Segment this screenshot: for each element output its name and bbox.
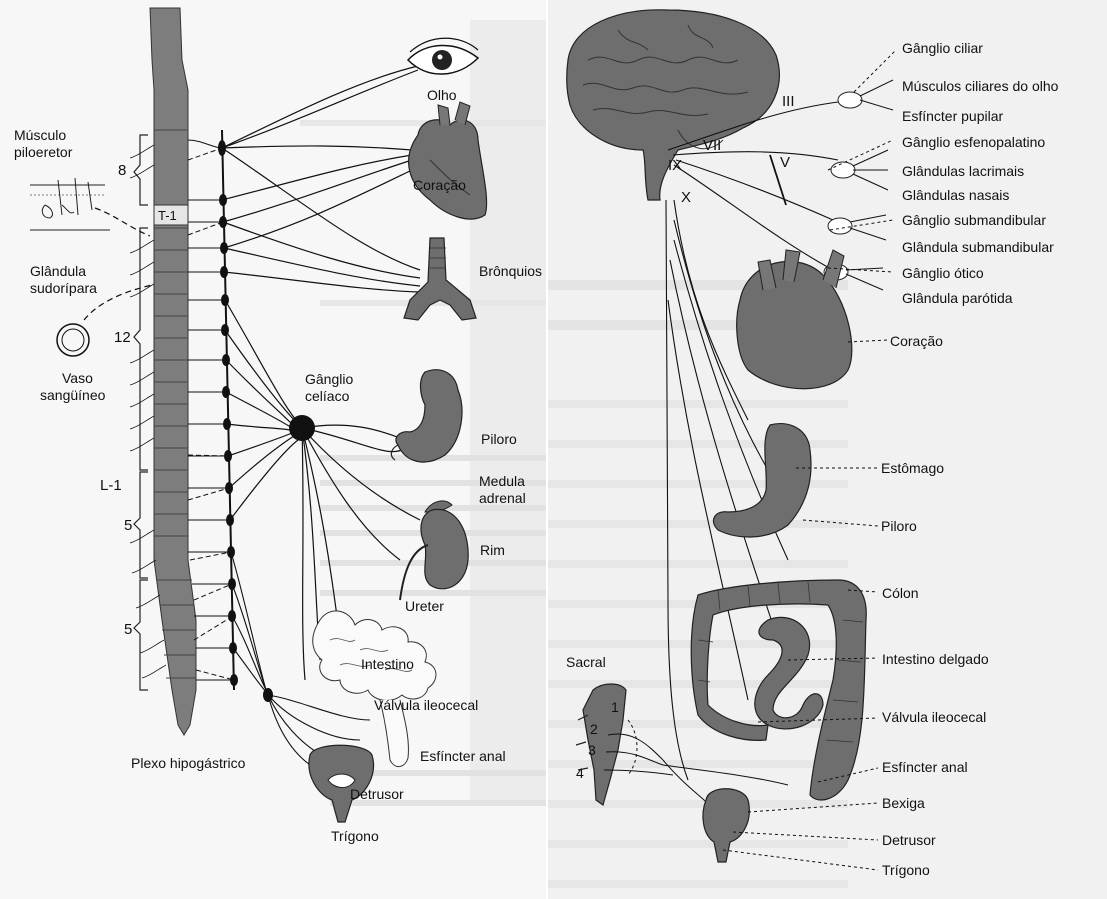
upper-fibers xyxy=(222,66,420,292)
label-seg-5a: 5 xyxy=(124,517,132,534)
label-nerve-x: X xyxy=(681,189,691,206)
label-nerve-iii: III xyxy=(782,93,795,110)
sympathetic-panel: Olho Músculo piloeretor 8 Coração T-1 Gl… xyxy=(0,0,548,899)
segment-braces xyxy=(134,135,148,690)
label-esfincter-pupilar: Esfíncter pupilar xyxy=(902,108,1003,124)
label-s4: 4 xyxy=(576,765,584,781)
label-glandulas-nasais: Glândulas nasais xyxy=(902,187,1009,203)
label-seg-5b: 5 xyxy=(124,621,132,638)
label-piloeretor: piloeretor xyxy=(14,144,73,160)
label-ganglio-ciliar: Gânglio ciliar xyxy=(902,40,983,56)
label-l1: L-1 xyxy=(100,477,122,494)
label-ganglio-esfenopalatino: Gânglio esfenopalatino xyxy=(902,134,1045,150)
label-nerve-vii: VII xyxy=(703,137,721,154)
bladder xyxy=(309,745,374,822)
heart xyxy=(737,250,852,389)
label-colon: Cólon xyxy=(882,585,919,601)
sympathetic-diagram: Olho Músculo piloeretor 8 Coração T-1 Gl… xyxy=(0,0,548,899)
label-nerve-ix: IX xyxy=(668,157,682,174)
label-celiaco: celíaco xyxy=(305,388,350,404)
label-sudoripara: sudorípara xyxy=(30,280,97,296)
label-rim: Rim xyxy=(480,542,505,558)
sympathetic-chain xyxy=(218,130,238,690)
label-esfincter-anal: Esfíncter anal xyxy=(882,759,968,775)
label-piloro: Piloro xyxy=(481,431,517,447)
label-glandulas-lacrimais: Glândulas lacrimais xyxy=(902,163,1024,179)
label-valvula-ileocecal: Válvula ileocecal xyxy=(882,709,986,725)
label-bronquios: Brônquios xyxy=(479,263,542,279)
label-glandula-submandibular: Glândula submandibular xyxy=(902,239,1054,255)
label-seg-8: 8 xyxy=(118,162,126,179)
label-seg-12: 12 xyxy=(114,329,131,346)
stomach xyxy=(391,370,462,462)
label-coracao: Coração xyxy=(890,333,943,349)
label-s2: 2 xyxy=(590,721,598,737)
eye xyxy=(408,38,478,74)
label-vaso: Vaso xyxy=(62,370,93,386)
label-nerve-v: V xyxy=(780,154,790,171)
label-sacral: Sacral xyxy=(566,654,606,670)
bladder xyxy=(703,789,749,862)
label-musculos-ciliares: Músculos ciliares do olho xyxy=(902,78,1059,94)
intestine xyxy=(313,611,436,767)
label-trigono: Trígono xyxy=(331,828,379,844)
label-esfincter: Esfíncter anal xyxy=(420,748,506,764)
label-ganglio-submandibular: Gânglio submandibular xyxy=(902,212,1046,228)
small-intestine xyxy=(755,617,823,729)
label-coracao: Coração xyxy=(413,177,466,193)
label-ganglio-otico: Gânglio ótico xyxy=(902,265,984,281)
label-detrusor: Detrusor xyxy=(882,832,936,848)
label-estomago: Estômago xyxy=(881,460,944,476)
label-plexo: Plexo hipogástrico xyxy=(131,755,246,771)
label-medula: Medula xyxy=(479,473,525,489)
label-s1: 1 xyxy=(611,699,619,715)
parasympathetic-diagram: Gânglio ciliar Músculos ciliares do olho… xyxy=(548,0,1107,899)
label-intestino: Intestino xyxy=(361,656,414,672)
label-glandula: Glândula xyxy=(30,263,86,279)
label-olho: Olho xyxy=(427,87,457,103)
spinal-cord xyxy=(150,8,196,735)
label-bexiga: Bexiga xyxy=(882,795,925,811)
label-musculo: Músculo xyxy=(14,127,66,143)
label-intestino-delgado: Intestino delgado xyxy=(882,651,989,667)
label-detrusor: Detrusor xyxy=(350,786,404,802)
parasympathetic-panel: Gânglio ciliar Músculos ciliares do olho… xyxy=(548,0,1107,899)
label-glandula-parotida: Glândula parótida xyxy=(902,290,1013,306)
label-s3: 3 xyxy=(588,742,596,758)
label-ganglio: Gânglio xyxy=(305,371,353,387)
label-ureter: Ureter xyxy=(405,598,444,614)
label-sanguineo: sangüíneo xyxy=(40,387,106,403)
bronchi xyxy=(404,238,476,320)
label-adrenal: adrenal xyxy=(479,490,526,506)
label-valvula: Válvula ileocecal xyxy=(374,697,478,713)
label-trigono: Trígono xyxy=(882,862,930,878)
skin-piloerector xyxy=(30,178,150,236)
label-piloro: Piloro xyxy=(881,518,917,534)
label-t1: T-1 xyxy=(158,208,177,223)
kidney xyxy=(400,501,468,600)
